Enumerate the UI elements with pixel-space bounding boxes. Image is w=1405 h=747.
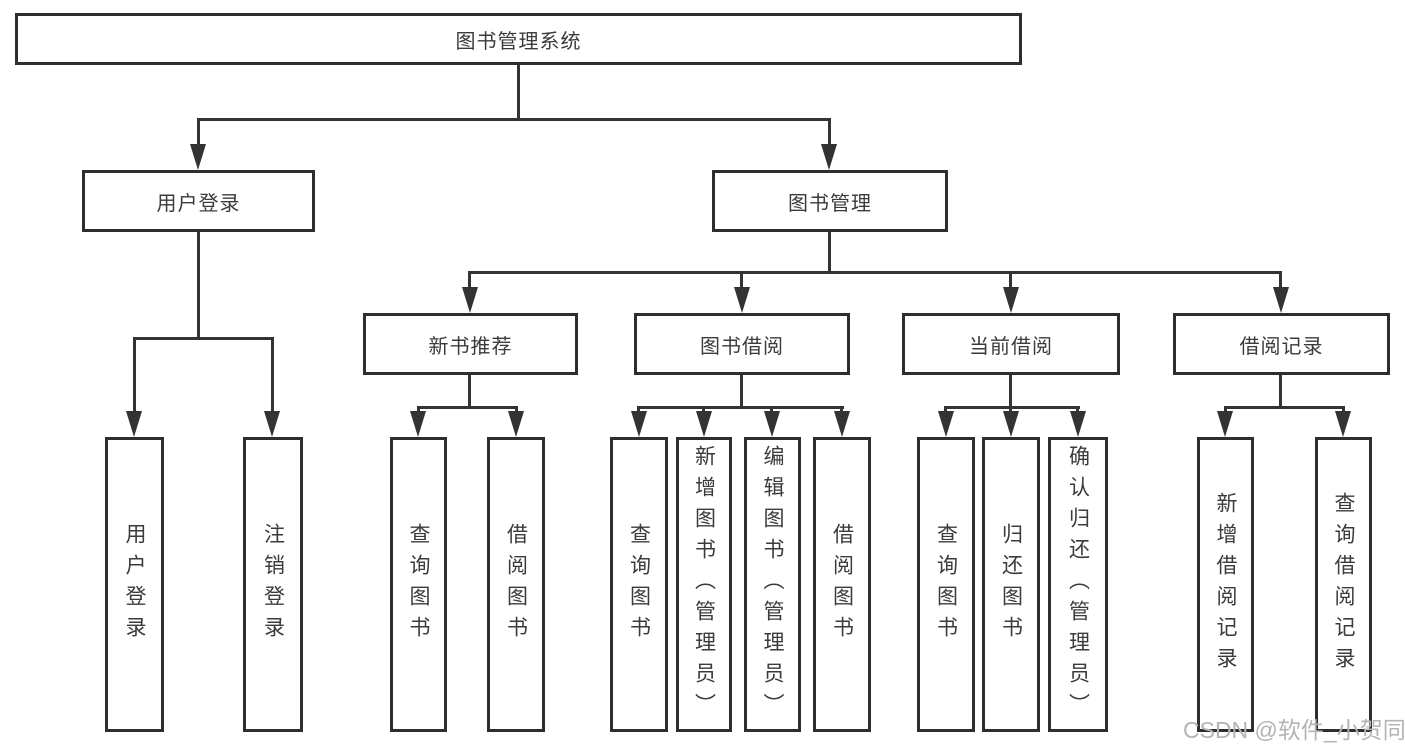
node-label: 查询借阅记录 — [1332, 491, 1355, 678]
leaf-add-borrow-record: 新增借阅记录 — [1197, 437, 1254, 732]
leaf-query-books-current: 查询图书 — [917, 437, 975, 732]
connector-line — [197, 118, 200, 148]
arrow-down-icon — [1217, 411, 1233, 437]
node-label: 查询图书 — [627, 522, 651, 647]
connector-line — [740, 271, 743, 289]
node-label: 确认归还（管理员） — [1066, 445, 1090, 724]
node-new-book-recommend: 新书推荐 — [363, 313, 578, 375]
arrow-down-icon — [834, 411, 850, 437]
arrow-down-icon — [508, 411, 524, 437]
node-current-borrowing: 当前借阅 — [902, 313, 1120, 375]
leaf-query-books-borrow: 查询图书 — [610, 437, 668, 732]
node-label: 查询图书 — [934, 522, 958, 647]
node-label: 图书管理 — [788, 192, 872, 215]
arrow-down-icon — [1070, 411, 1086, 437]
arrow-down-icon — [734, 287, 750, 313]
leaf-query-books-recommend: 查询图书 — [390, 437, 447, 732]
node-label: 新增图书（管理员） — [692, 445, 716, 724]
node-label: 注销登录 — [261, 522, 285, 647]
node-label: 当前借阅 — [969, 335, 1053, 358]
leaf-borrow-books-recommend: 借阅图书 — [487, 437, 545, 732]
connector-line — [271, 337, 274, 413]
leaf-add-books-admin: 新增图书（管理员） — [676, 437, 732, 732]
leaf-borrow-books: 借阅图书 — [813, 437, 871, 732]
arrow-down-icon — [1003, 411, 1019, 437]
arrow-down-icon — [462, 287, 478, 313]
connector-line — [740, 375, 743, 409]
node-label: 编辑图书（管理员） — [761, 445, 784, 724]
connector-line — [828, 118, 831, 148]
connector-line — [1009, 375, 1012, 409]
connector-line — [637, 406, 844, 409]
connector-line — [828, 232, 831, 274]
node-label: 借阅图书 — [504, 522, 528, 647]
arrow-down-icon — [1335, 411, 1351, 437]
leaf-query-borrow-record: 查询借阅记录 — [1315, 437, 1372, 732]
leaf-return-books: 归还图书 — [982, 437, 1040, 732]
node-label: 用户登录 — [123, 522, 146, 647]
arrow-down-icon — [938, 411, 954, 437]
connector-line — [197, 118, 831, 121]
leaf-edit-books-admin: 编辑图书（管理员） — [744, 437, 801, 732]
arrow-down-icon — [1273, 287, 1289, 313]
connector-line — [517, 65, 520, 121]
connector-line — [1009, 271, 1012, 289]
node-label: 借阅记录 — [1239, 335, 1324, 358]
connector-line — [1224, 406, 1345, 409]
node-borrow-records: 借阅记录 — [1173, 313, 1390, 375]
csdn-watermark: CSDN @软件_小贺同学 — [1183, 717, 1405, 743]
node-label: 新书推荐 — [428, 335, 513, 358]
connector-line — [133, 337, 274, 340]
node-label: 查询图书 — [407, 522, 430, 647]
arrow-down-icon — [410, 411, 426, 437]
node-label: 图书管理系统 — [455, 30, 582, 53]
node-system-root: 图书管理系统 — [15, 13, 1022, 65]
arrow-down-icon — [264, 411, 280, 437]
node-label: 新增借阅记录 — [1214, 491, 1237, 678]
arrow-down-icon — [764, 411, 780, 437]
arrow-down-icon — [631, 411, 647, 437]
connector-line — [468, 375, 471, 409]
node-book-management: 图书管理 — [712, 170, 948, 232]
node-user-login: 用户登录 — [82, 170, 315, 232]
connector-line — [468, 271, 471, 289]
leaf-user-login: 用户登录 — [105, 437, 164, 732]
connector-line — [197, 232, 200, 340]
connector-line — [417, 406, 518, 409]
node-label: 图书借阅 — [700, 335, 784, 358]
connector-line — [468, 271, 1282, 274]
node-label: 借阅图书 — [830, 522, 854, 647]
connector-line — [1279, 375, 1282, 409]
arrow-down-icon — [126, 411, 142, 437]
node-label: 用户登录 — [156, 192, 241, 215]
connector-line — [133, 337, 136, 413]
arrow-down-icon — [821, 144, 837, 170]
node-book-borrowing: 图书借阅 — [634, 313, 850, 375]
node-label: 归还图书 — [999, 522, 1023, 647]
leaf-confirm-return-admin: 确认归还（管理员） — [1048, 437, 1108, 732]
connector-line — [944, 406, 1080, 409]
arrow-down-icon — [1003, 287, 1019, 313]
arrow-down-icon — [190, 144, 206, 170]
arrow-down-icon — [696, 411, 712, 437]
connector-line — [1279, 271, 1282, 289]
leaf-logout: 注销登录 — [243, 437, 303, 732]
